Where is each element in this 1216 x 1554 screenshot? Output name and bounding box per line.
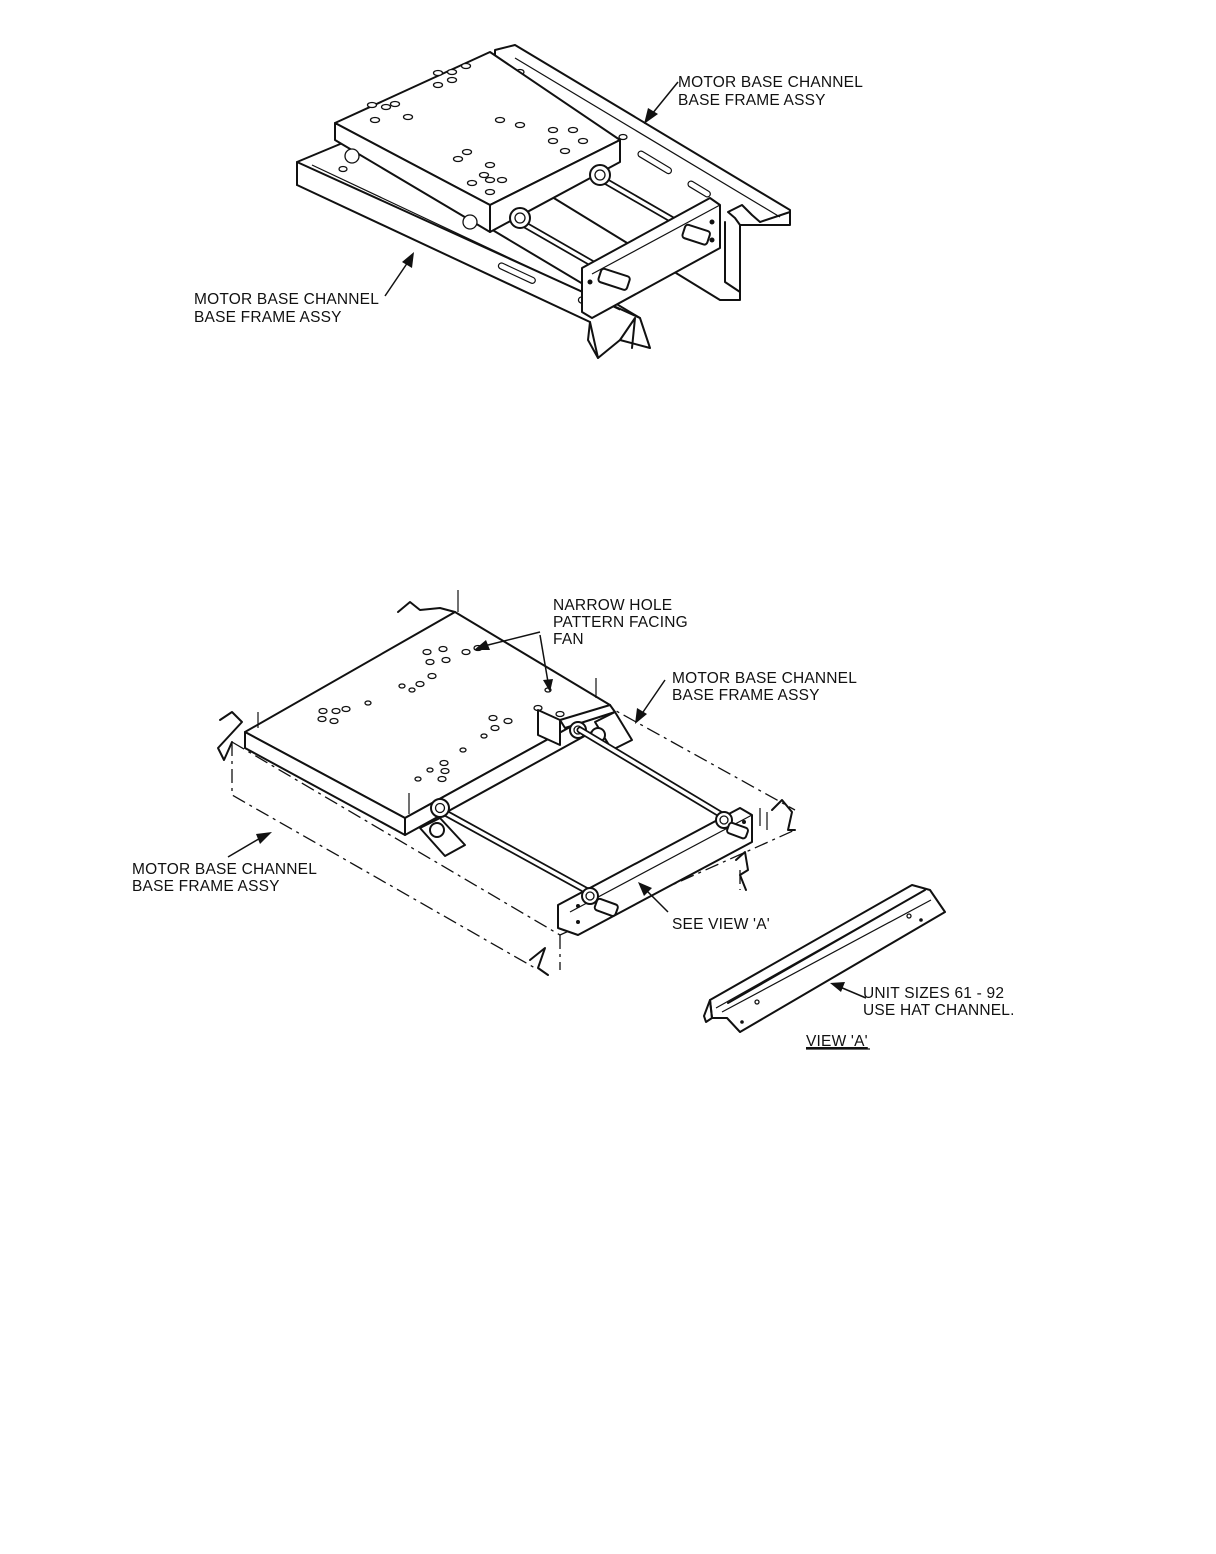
bottom-label-left-line1: MOTOR BASE CHANNEL: [132, 861, 317, 878]
top-label-left-line1: MOTOR BASE CHANNEL: [194, 291, 379, 308]
bottom-label-right-line2: BASE FRAME ASSY: [672, 687, 820, 704]
bottom-label-hat-line1: UNIT SIZES 61 - 92: [863, 985, 1004, 1002]
bottom-label-left-line2: BASE FRAME ASSY: [132, 878, 280, 895]
top-label-right-line1: MOTOR BASE CHANNEL: [678, 74, 863, 91]
bottom-assembly: NARROW HOLE PATTERN FACING FAN MOTOR BAS…: [132, 590, 1015, 1050]
bottom-label-narrow-line2: PATTERN FACING: [553, 614, 688, 631]
bottom-label-narrow-line1: NARROW HOLE: [553, 597, 672, 614]
bottom-label-see-view: SEE VIEW 'A': [672, 916, 770, 933]
bottom-label-narrow-line3: FAN: [553, 631, 584, 648]
top-assembly: MOTOR BASE CHANNEL BASE FRAME ASSY MOTOR…: [194, 45, 863, 358]
view-a-title: VIEW 'A': [806, 1033, 868, 1050]
top-label-left-line2: BASE FRAME ASSY: [194, 309, 342, 326]
top-label-right-line2: BASE FRAME ASSY: [678, 92, 826, 109]
bottom-label-hat-line2: USE HAT CHANNEL.: [863, 1002, 1015, 1019]
bottom-label-right-line1: MOTOR BASE CHANNEL: [672, 670, 857, 687]
